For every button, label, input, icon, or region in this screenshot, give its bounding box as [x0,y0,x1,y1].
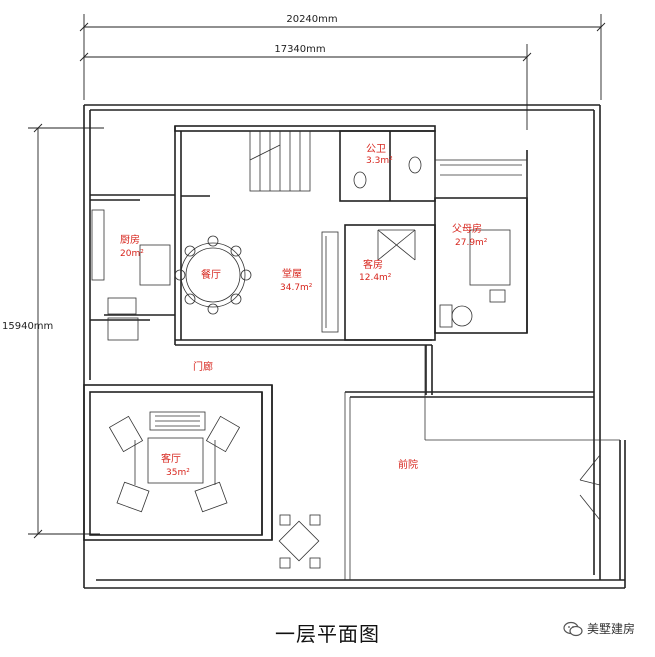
overall-width-dimension: 20240mm [286,14,337,25]
brand-label: 美墅建房 [586,622,635,636]
plan-title: 一层平面图 [275,622,380,646]
kitchen-area: 20m² [120,249,144,259]
guest-room-label: 客房 [363,258,383,271]
brand-watermark: 美墅建房 [563,620,635,637]
wechat-icon [563,621,583,636]
height-dimension: 15940mm [2,321,53,332]
kitchen-fixtures [91,209,171,341]
hall-area: 34.7m² [280,283,313,293]
inner-width-dimension: 17340mm [274,44,325,55]
gate [579,454,601,521]
guest-room-area: 12.4m² [359,273,392,283]
parents-room-area: 27.9m² [455,238,488,248]
living-label: 客厅 [161,452,181,465]
parents-room-furniture [439,229,511,328]
toilet-label: 公卫 [366,144,386,155]
kitchen-label: 厨房 [120,233,140,246]
porch-label: 门廊 [193,360,213,373]
living-room-walls [83,384,351,580]
living-area: 35m² [166,468,190,478]
main-house-walls [90,125,620,441]
dining-table [174,235,252,315]
toilet-fixtures [353,156,422,189]
parents-room-label: 父母房 [452,222,482,235]
outdoor-table [278,514,321,569]
front-yard-label: 前院 [398,458,418,471]
hall-label: 堂屋 [282,268,302,280]
dimension-lines-top [79,14,606,130]
dining-label: 餐厅 [201,268,221,281]
hall-furniture [321,231,339,333]
dimension-lines-left [28,123,104,539]
toilet-area: 3.3m² [366,156,393,166]
